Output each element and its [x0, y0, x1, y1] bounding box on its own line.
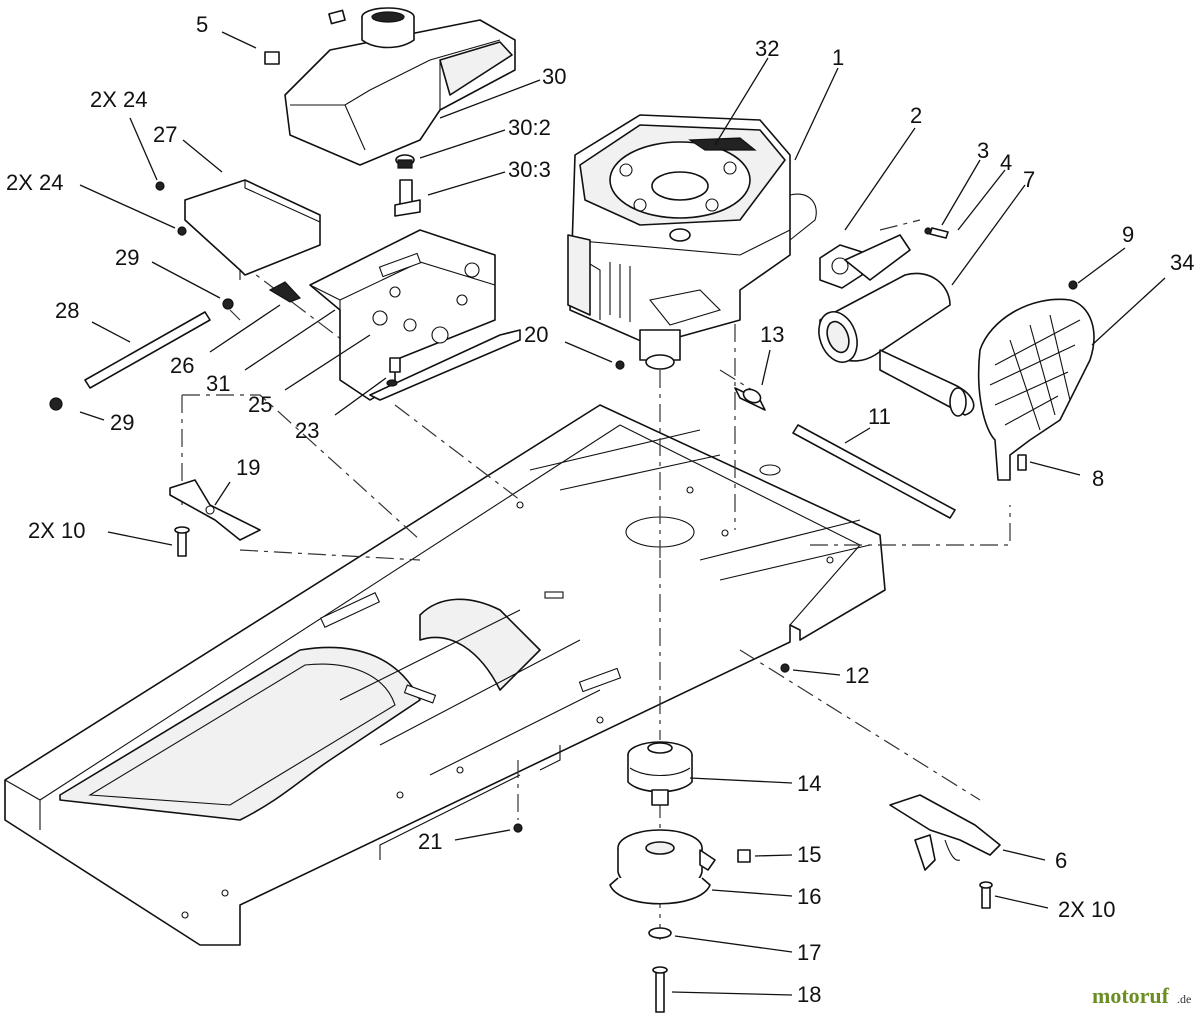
callout-17: 17	[797, 940, 821, 965]
callout-18: 18	[797, 982, 821, 1007]
nut-21	[513, 823, 523, 833]
callout-7: 7	[1023, 167, 1035, 192]
fuel-cap-block	[264, 51, 280, 65]
callout-5: 5	[196, 12, 208, 37]
bracket-19	[169, 479, 261, 541]
callout-10a: 2X 10	[28, 518, 86, 543]
muffler	[818, 234, 975, 417]
engine-pulley	[627, 741, 693, 806]
watermark-logo: motoruf .de	[1092, 983, 1191, 1008]
callout-30-3: 30:3	[508, 157, 551, 182]
callout-24a: 2X 24	[90, 87, 148, 112]
cable-clip-26	[268, 281, 302, 303]
callout-30: 30	[542, 64, 566, 89]
callout-1: 1	[832, 45, 844, 70]
callouts: 5 30 30:2 30:3 2X 24 27 2X 24 29 28 26 3…	[6, 12, 1194, 1007]
callout-14: 14	[797, 771, 821, 796]
nut-23	[386, 379, 398, 387]
callout-19: 19	[236, 455, 260, 480]
callout-34: 34	[1170, 250, 1194, 275]
callout-20: 20	[524, 322, 548, 347]
callout-29a: 29	[115, 245, 139, 270]
svg-text:.de: .de	[1177, 992, 1191, 1006]
tank-grommet	[395, 154, 415, 169]
callout-3: 3	[977, 138, 989, 163]
throttle-rod	[84, 311, 211, 389]
callout-28: 28	[55, 298, 79, 323]
screw-8	[1017, 454, 1027, 471]
callout-31: 31	[206, 371, 230, 396]
callout-11: 11	[868, 404, 891, 429]
screw-9	[1068, 280, 1078, 290]
key-15	[737, 849, 751, 863]
mounting-bracket	[309, 229, 521, 401]
callout-12: 12	[845, 663, 869, 688]
bolt-24a	[155, 181, 165, 191]
callout-25: 25	[248, 392, 272, 417]
callout-2: 2	[910, 103, 922, 128]
muffler-guard	[977, 298, 1095, 481]
bolt-23	[389, 357, 401, 373]
callout-27: 27	[153, 122, 177, 147]
callout-4: 4	[1000, 150, 1012, 175]
washer-17	[648, 927, 672, 939]
bolt-18	[652, 966, 668, 1013]
fuel-tank	[284, 7, 516, 166]
callout-21: 21	[418, 829, 442, 854]
frame	[4, 404, 886, 946]
callout-16: 16	[797, 884, 821, 909]
callout-23: 23	[295, 418, 319, 443]
bolt-20	[615, 360, 625, 370]
nut-12	[780, 663, 790, 673]
electric-clutch	[609, 829, 716, 905]
callout-6: 6	[1055, 848, 1067, 873]
bracket-6	[889, 794, 1001, 871]
exhaust-screws	[924, 227, 949, 239]
callout-8: 8	[1092, 466, 1104, 491]
callout-29b: 29	[110, 410, 134, 435]
fuel-line	[792, 424, 956, 519]
exhaust-gasket	[819, 244, 863, 289]
callout-24b: 2X 24	[6, 170, 64, 195]
nut-29b	[49, 397, 63, 411]
callout-10b: 2X 10	[1058, 897, 1116, 922]
bolt-24b	[177, 226, 187, 236]
fuel-filter	[734, 387, 766, 411]
bolt-10a	[174, 526, 190, 557]
svg-text:motoruf: motoruf	[1092, 983, 1170, 1008]
heat-shield-bracket	[184, 179, 321, 280]
fuel-fitting	[394, 179, 421, 217]
callout-13: 13	[760, 322, 784, 347]
bolt-10b	[979, 881, 993, 909]
callout-32: 32	[755, 36, 779, 61]
callout-26: 26	[170, 353, 194, 378]
callout-9: 9	[1122, 222, 1134, 247]
leader-lines	[79, 31, 1166, 996]
nut-29a	[222, 298, 234, 310]
engine	[567, 114, 817, 370]
callout-30-2: 30:2	[508, 115, 551, 140]
callout-15: 15	[797, 842, 821, 867]
